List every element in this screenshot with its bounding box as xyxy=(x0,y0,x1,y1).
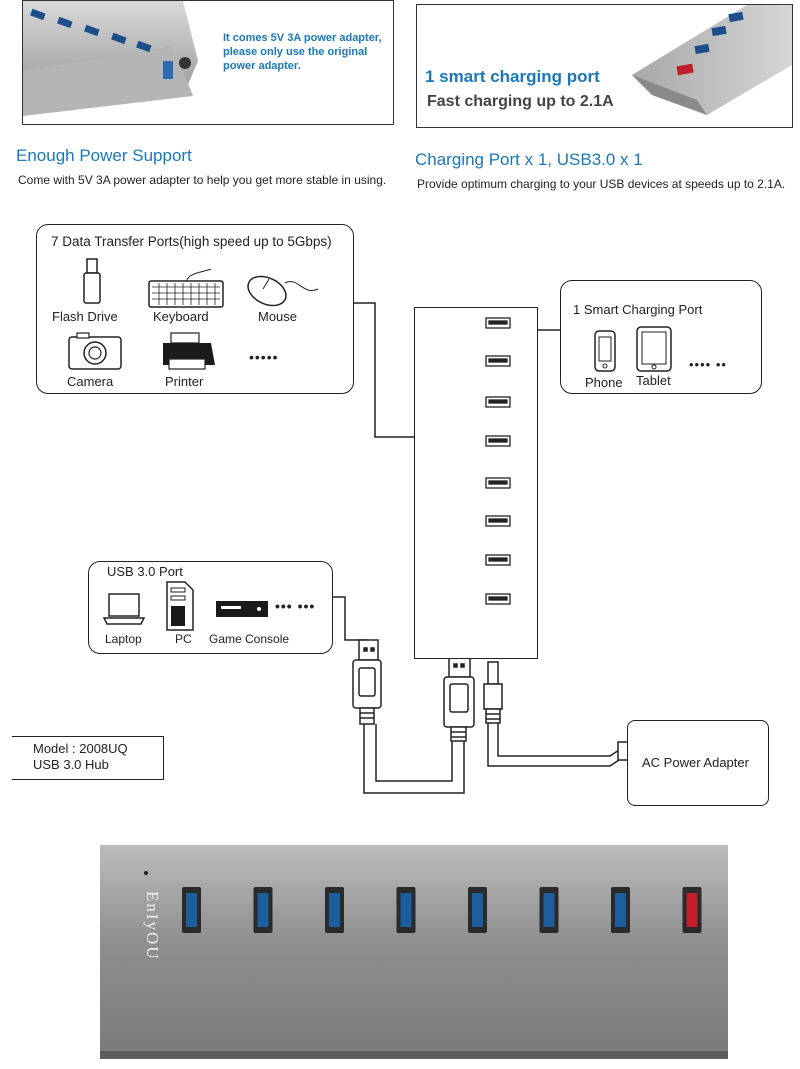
laptop-icon xyxy=(103,593,145,625)
hub-port xyxy=(485,554,511,566)
mouse-label: Mouse xyxy=(258,309,298,324)
charging-more-dots: •••• •• xyxy=(689,357,727,372)
flash-drive-label: Flash Drive xyxy=(52,309,118,324)
printer-icon xyxy=(163,332,215,370)
charging-photo-panel: 1 smart charging port Fast charging up t… xyxy=(416,4,793,128)
usb-port-box: USB 3.0 Port Laptop PC Game Console ••• … xyxy=(88,561,333,654)
keyboard-label: Keyboard xyxy=(153,309,209,324)
adapter-note: It comes 5V 3A power adapter, please onl… xyxy=(223,32,382,72)
hub-side-photo xyxy=(632,5,792,115)
hub-port xyxy=(485,435,511,447)
hub-front-view xyxy=(100,845,728,1059)
charging-port-title: 1 smart charging port xyxy=(425,67,600,86)
hub-ports xyxy=(485,317,511,605)
printer-label: Printer xyxy=(165,374,204,389)
usb-port-tongue xyxy=(686,893,698,927)
hub-port xyxy=(485,355,511,367)
tablet-label: Tablet xyxy=(636,373,671,388)
model-type: USB 3.0 Hub xyxy=(33,757,109,772)
usb-port-title: USB 3.0 Port xyxy=(107,564,183,579)
adapter-photo-panel: It comes 5V 3A power adapter, please onl… xyxy=(22,0,394,125)
hub-body xyxy=(414,307,538,659)
power-led xyxy=(144,871,148,875)
charging-box-title: 1 Smart Charging Port xyxy=(573,302,703,317)
power-support-heading: Enough Power Support xyxy=(16,146,192,165)
usb-port-tongue xyxy=(615,893,626,927)
model-box: Model : 2008UQ USB 3.0 Hub xyxy=(12,736,164,780)
usb-port-tongue xyxy=(400,893,412,927)
usb-more-dots: ••• ••• xyxy=(275,598,316,614)
usb-port-tongue xyxy=(472,893,483,927)
usb-port-tongue xyxy=(257,893,269,927)
laptop-label: Laptop xyxy=(105,632,142,646)
power-adapter-label: AC Power Adapter xyxy=(642,755,749,770)
more-devices-dots: ••••• xyxy=(249,349,279,365)
phone-label: Phone xyxy=(585,375,623,390)
charging-port-heading: Charging Port x 1, USB3.0 x 1 xyxy=(415,150,643,169)
hub-port xyxy=(485,477,511,489)
usb-port-tongue xyxy=(329,893,340,927)
usb-plug-left xyxy=(352,639,382,725)
data-ports-box: 7 Data Transfer Ports(high speed up to 5… xyxy=(36,224,354,394)
pc-label: PC xyxy=(175,632,192,646)
flash-drive-icon xyxy=(83,258,101,304)
camera-label: Camera xyxy=(67,374,114,389)
phone-icon xyxy=(594,330,616,372)
product-photo: EnIyOU xyxy=(100,845,728,1059)
usb-port-tongue xyxy=(543,893,555,927)
pc-icon xyxy=(166,581,194,631)
game-console-label: Game Console xyxy=(209,632,290,646)
camera-icon xyxy=(68,332,122,370)
usb-plug-right xyxy=(443,656,475,742)
hub-port xyxy=(485,515,511,527)
hub-shell xyxy=(100,845,728,1059)
hub-angle-photo xyxy=(23,1,198,116)
charging-box: 1 Smart Charging Port Phone Tablet •••• … xyxy=(560,280,762,394)
game-console-icon xyxy=(216,601,268,617)
hub-port xyxy=(485,593,511,605)
power-adapter-box: AC Power Adapter xyxy=(627,720,769,806)
keyboard-icon xyxy=(148,269,224,308)
model-number: Model : 2008UQ xyxy=(33,741,128,756)
hub-port xyxy=(485,396,511,408)
brand-logo: EnIyOU xyxy=(143,891,162,961)
dc-power-plug xyxy=(483,661,503,724)
hub-port xyxy=(485,317,511,329)
power-support-description: Come with 5V 3A power adapter to help yo… xyxy=(18,173,387,187)
charging-port-subtitle: Fast charging up to 2.1A xyxy=(427,93,614,110)
data-ports-title: 7 Data Transfer Ports(high speed up to 5… xyxy=(51,234,332,249)
charging-port-description: Provide optimum charging to your USB dev… xyxy=(417,177,786,191)
mouse-icon xyxy=(247,275,319,307)
tablet-icon xyxy=(636,326,672,372)
usb-port-tongue xyxy=(186,893,197,927)
